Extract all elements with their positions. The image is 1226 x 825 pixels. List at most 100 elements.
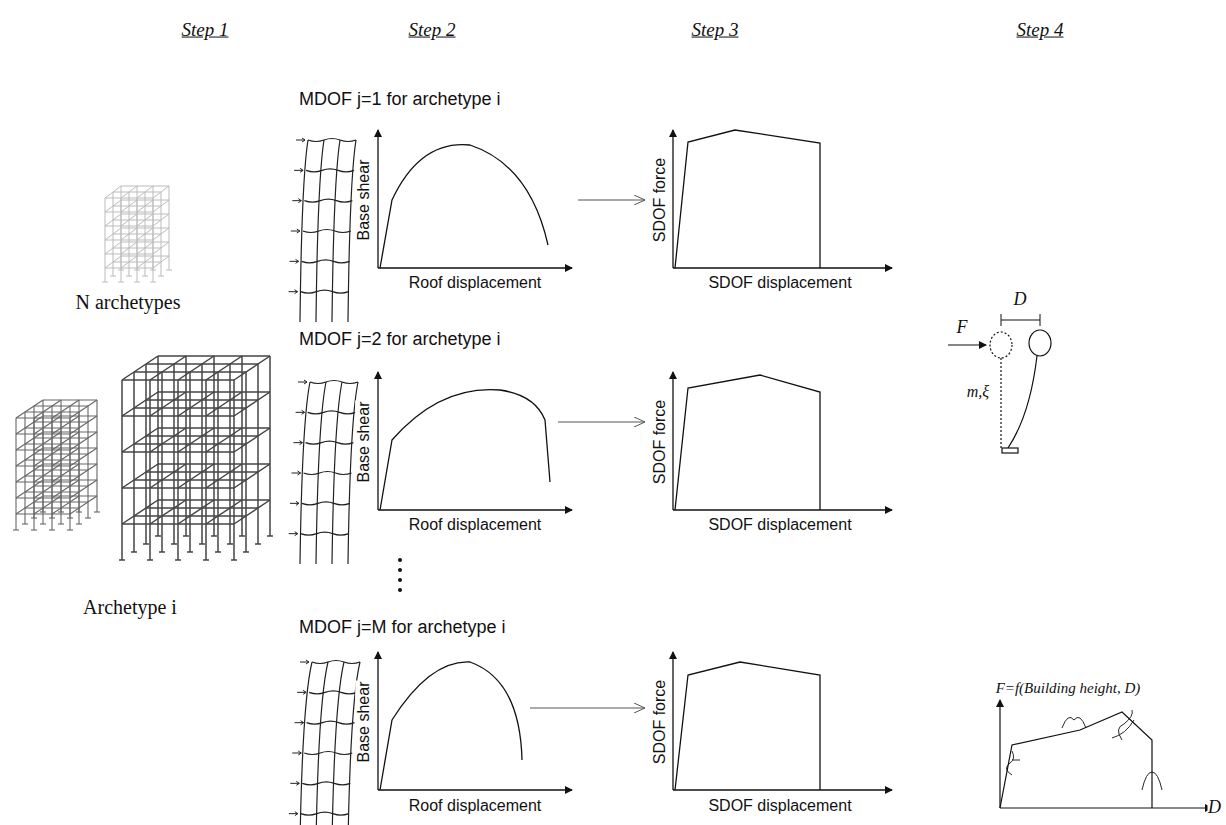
archetype-count: N archetypes [75,291,182,313]
frame-member [203,559,209,561]
frame-member [24,412,25,524]
frame-member [122,500,158,524]
frame-member [145,364,147,544]
frame-member [76,523,82,524]
frame-member [206,392,242,416]
displacement-symbol: D [1013,290,1028,310]
frame-member [241,356,243,536]
frame-member [51,418,52,530]
frame-member [33,418,34,530]
frame-member [229,364,231,544]
sdof-oscillator [948,314,1051,453]
frame-member [67,529,73,530]
step-heading: Step 2 [408,20,457,41]
frame-member [295,292,298,294]
frame-member [142,276,148,277]
frame-member [255,543,261,545]
frame-member [183,535,189,537]
frame-member [305,441,353,444]
frame-member [234,500,270,524]
plots [378,130,892,790]
frame-member [185,356,187,536]
backbone-plot [1000,700,1212,808]
frame-member [303,230,351,233]
frame-member [239,535,245,537]
frame-member [60,412,61,524]
frame-member [157,356,159,536]
frame-member [150,464,186,488]
frame-member [87,406,88,518]
frame-member [301,812,349,815]
frame-member [159,551,165,553]
frame-member [308,411,356,414]
frame-member [199,543,205,545]
frame-member [304,199,352,202]
axis-label: Base shear [355,681,373,764]
frame-member [129,192,130,276]
frame-member [211,535,217,537]
frame-member [153,198,154,282]
frame-member [301,723,304,725]
frame-member [178,464,214,488]
frame-member [234,464,270,488]
axis-label: SDOF force [651,679,669,765]
axis-label: SDOF displacement [707,516,852,534]
axis-label: SDOF displacement [707,274,852,292]
frame-member [150,392,186,416]
frame-member [298,473,301,475]
frame-member [78,412,79,524]
frame-member [133,372,135,552]
frame-member [178,428,214,452]
frame-member [302,502,350,505]
frame-member [296,261,299,263]
frame-member [205,380,207,560]
axis-label: D [1207,798,1222,818]
frame-member [308,139,356,142]
frame-member [312,661,360,664]
frame-member [122,392,158,416]
frame-member [121,186,169,187]
frame-member [22,523,28,524]
frame-member [309,691,357,694]
frame-member [213,356,215,536]
frame-member [150,356,186,380]
frame-member [175,559,181,561]
frame-member [310,381,358,384]
frame-member [94,511,100,512]
frame-member [298,201,301,203]
frame-member [189,372,191,552]
frame-member [31,529,37,530]
frame-member [217,372,219,552]
frame-member [42,412,43,524]
frame-member [143,543,149,545]
frame-member [70,432,97,450]
frame-member [121,198,122,282]
frame-member [299,443,302,445]
step-heading: Step 3 [691,20,740,41]
step-heading: Step 1 [181,20,230,41]
frame-member [332,662,344,825]
frame-member [155,535,161,537]
archetype-label: Archetype i [82,596,178,618]
frame-member [201,364,203,544]
frame-member [40,523,46,524]
axis-label: Base shear [355,401,373,484]
frame-member [70,416,97,434]
frame-member [206,356,242,380]
frame-member [206,464,242,488]
frame-member [177,380,179,560]
frame-member [178,356,214,380]
frame-member [178,392,214,416]
frame-member [70,448,97,466]
frame-member [243,551,249,553]
frame-member [206,428,242,452]
frame-member [300,170,303,172]
frame-member [15,418,16,530]
frame-member [296,783,299,785]
axis-label: Roof displacement [408,274,543,292]
frame-member [302,782,350,785]
frame-member [122,428,158,452]
frame-member [302,412,305,414]
step-heading: Step 4 [1016,20,1065,41]
